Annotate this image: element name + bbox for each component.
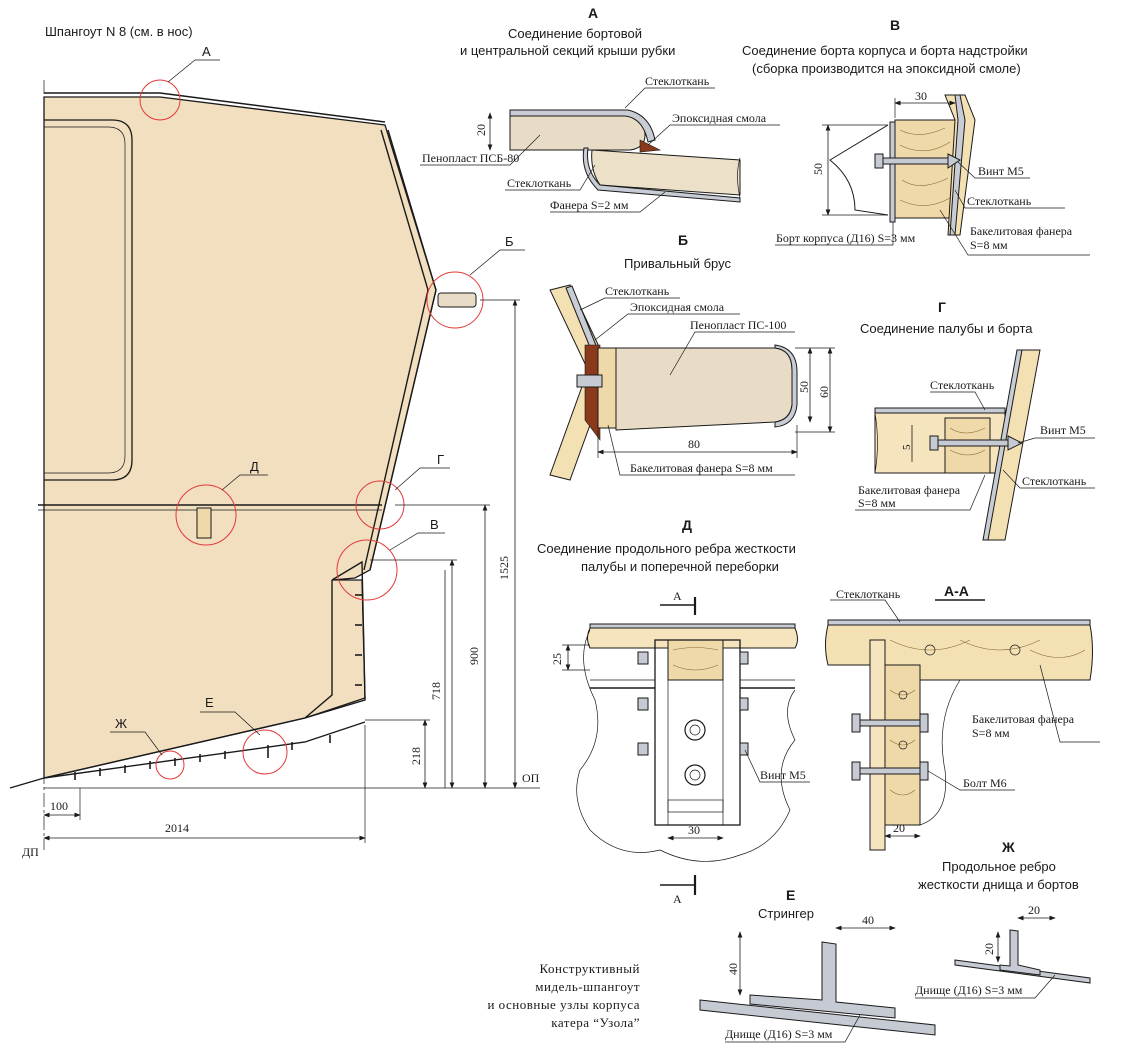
detail-aa-dim-20: 20 bbox=[893, 821, 905, 835]
detail-e-letter: Е bbox=[786, 887, 795, 903]
detail-a-steklotkan-bottom: Стеклоткань bbox=[507, 176, 572, 190]
detail-g-dim-5: 5 bbox=[901, 444, 913, 450]
detail-a-letter: А bbox=[588, 5, 598, 21]
detail-a-foam: Пенопласт ПСБ-80 bbox=[422, 151, 519, 165]
detail-v-steklotkan: Стеклоткань bbox=[967, 194, 1032, 208]
dim-1525: 1525 bbox=[497, 556, 511, 580]
detail-v-title-2: (сборка производится на эпоксидной смоле… bbox=[752, 61, 1021, 76]
drawing-caption: Конструктивный мидель-шпангоут и основны… bbox=[487, 961, 641, 1030]
detail-b-epoxy: Эпоксидная смола bbox=[630, 300, 725, 314]
detail-g-bakelite-1: Бакелитовая фанера bbox=[858, 483, 961, 497]
detail-d: Д Соединение продольного ребра жесткости… bbox=[537, 517, 810, 906]
detail-a: А Соединение бортовой и центральной секц… bbox=[420, 5, 780, 213]
detail-aa-bakelite-1: Бакелитовая фанера bbox=[972, 712, 1075, 726]
node-d-label: Д bbox=[250, 459, 259, 474]
detail-zh-dim-20b: 20 bbox=[982, 943, 996, 955]
detail-a-epoxy: Эпоксидная смола bbox=[672, 111, 767, 125]
dim-218: 218 bbox=[409, 747, 423, 765]
detail-v: В Соединение борта корпуса и борта надст… bbox=[742, 17, 1090, 256]
detail-e-bottom: Днище (Д16) S=3 мм bbox=[725, 1027, 833, 1041]
detail-b-letter: Б bbox=[678, 232, 688, 248]
detail-zh-letter: Ж bbox=[1001, 839, 1015, 855]
midship-frame: Шпангоут N 8 (см. в нос) bbox=[9, 24, 540, 859]
detail-e-title: Стрингер bbox=[758, 906, 814, 921]
detail-d-title-2: палубы и поперечной переборки bbox=[581, 559, 779, 574]
detail-d-letter: Д bbox=[682, 517, 692, 533]
detail-zh-title-1: Продольное ребро bbox=[942, 859, 1056, 874]
detail-zh-title-2: жесткости днища и бортов bbox=[918, 877, 1079, 892]
detail-v-letter: В bbox=[890, 17, 900, 33]
detail-b-dim-80: 80 bbox=[688, 437, 700, 451]
detail-v-dim-50: 50 bbox=[811, 163, 825, 175]
detail-d-dim-30: 30 bbox=[688, 823, 700, 837]
detail-b-bakelite: Бакелитовая фанера S=8 мм bbox=[630, 461, 773, 475]
detail-v-hull-side: Борт корпуса (Д16) S=3 мм bbox=[776, 231, 916, 245]
detail-zh-bottom: Днище (Д16) S=3 мм bbox=[915, 983, 1023, 997]
detail-b: Б Привальный брус 50 60 80 Стеклоткань Э… bbox=[549, 232, 835, 481]
detail-v-title-1: Соединение борта корпуса и борта надстро… bbox=[742, 43, 1028, 58]
detail-a-title-2: и центральной секций крыши рубки bbox=[460, 43, 675, 58]
frame-label: Шпангоут N 8 (см. в нос) bbox=[45, 24, 193, 39]
detail-a-plywood: Фанера S=2 мм bbox=[550, 198, 629, 212]
detail-e-dim-40b: 40 bbox=[862, 913, 874, 927]
detail-b-dim-60: 60 bbox=[817, 386, 831, 398]
detail-aa-bolt: Болт М6 bbox=[963, 776, 1007, 790]
detail-zh: Ж Продольное ребро жесткости днища и бор… bbox=[915, 839, 1091, 999]
detail-aa-bakelite-2: S=8 мм bbox=[972, 726, 1010, 740]
node-g-label: Г bbox=[437, 452, 444, 467]
detail-aa: А-А Стеклоткань Бакелитовая фанера bbox=[825, 583, 1100, 851]
detail-b-steklotkan: Стеклоткань bbox=[605, 284, 670, 298]
detail-g-letter: Г bbox=[938, 299, 946, 315]
detail-g: Г Соединение палубы и борта 5 Стеклоткан… bbox=[855, 299, 1095, 541]
detail-e-dim-40a: 40 bbox=[726, 963, 740, 975]
detail-g-bakelite-2: S=8 мм bbox=[858, 496, 896, 510]
detail-b-title: Привальный брус bbox=[624, 256, 731, 271]
caption-line-3: и основные узлы корпуса bbox=[487, 997, 640, 1012]
detail-aa-steklotkan: Стеклоткань bbox=[836, 587, 901, 601]
node-v-label: В bbox=[430, 517, 439, 532]
dim-100: 100 bbox=[50, 799, 68, 813]
detail-v-bakelite-2: S=8 мм bbox=[970, 238, 1008, 252]
node-b-label: Б bbox=[505, 234, 514, 249]
detail-d-dim-25: 25 bbox=[550, 653, 564, 665]
detail-d-section-top: А bbox=[673, 589, 682, 603]
centerline-dp: ДП bbox=[22, 845, 39, 859]
detail-zh-dim-20a: 20 bbox=[1028, 903, 1040, 917]
dim-2014: 2014 bbox=[165, 821, 189, 835]
detail-d-screw: Винт М5 bbox=[760, 768, 806, 782]
detail-v-bakelite-1: Бакелитовая фанера bbox=[970, 224, 1073, 238]
detail-d-section-bottom: А bbox=[673, 892, 682, 906]
detail-aa-title: А-А bbox=[944, 583, 969, 599]
detail-v-screw: Винт М5 bbox=[978, 164, 1024, 178]
node-e-label: Е bbox=[205, 695, 214, 710]
baseline-op: ОП bbox=[522, 771, 540, 785]
detail-g-title: Соединение палубы и борта bbox=[860, 321, 1033, 336]
caption-line-4: катера “Узола” bbox=[551, 1015, 640, 1030]
caption-line-1: Конструктивный bbox=[540, 961, 641, 976]
detail-g-screw: Винт М5 bbox=[1040, 423, 1086, 437]
detail-d-title-1: Соединение продольного ребра жесткости bbox=[537, 541, 796, 556]
detail-a-title-1: Соединение бортовой bbox=[508, 26, 642, 41]
detail-v-dim-30: 30 bbox=[915, 89, 927, 103]
detail-b-foam: Пенопласт ПС-100 bbox=[690, 318, 786, 332]
node-zh-label: Ж bbox=[115, 716, 127, 731]
detail-e: Е Стрингер 40 40 Днище (Д16) S=3 мм bbox=[699, 887, 936, 1043]
detail-g-steklotkan-bottom: Стеклоткань bbox=[1022, 474, 1087, 488]
node-a-label: А bbox=[202, 44, 211, 59]
dim-900: 900 bbox=[467, 647, 481, 665]
detail-g-steklotkan-top: Стеклоткань bbox=[930, 378, 995, 392]
caption-line-2: мидель-шпангоут bbox=[535, 979, 640, 994]
dim-718: 718 bbox=[429, 682, 443, 700]
detail-a-steklotkan-top: Стеклоткань bbox=[645, 74, 710, 88]
detail-a-dim-20: 20 bbox=[474, 124, 488, 136]
detail-b-dim-50: 50 bbox=[797, 381, 811, 393]
